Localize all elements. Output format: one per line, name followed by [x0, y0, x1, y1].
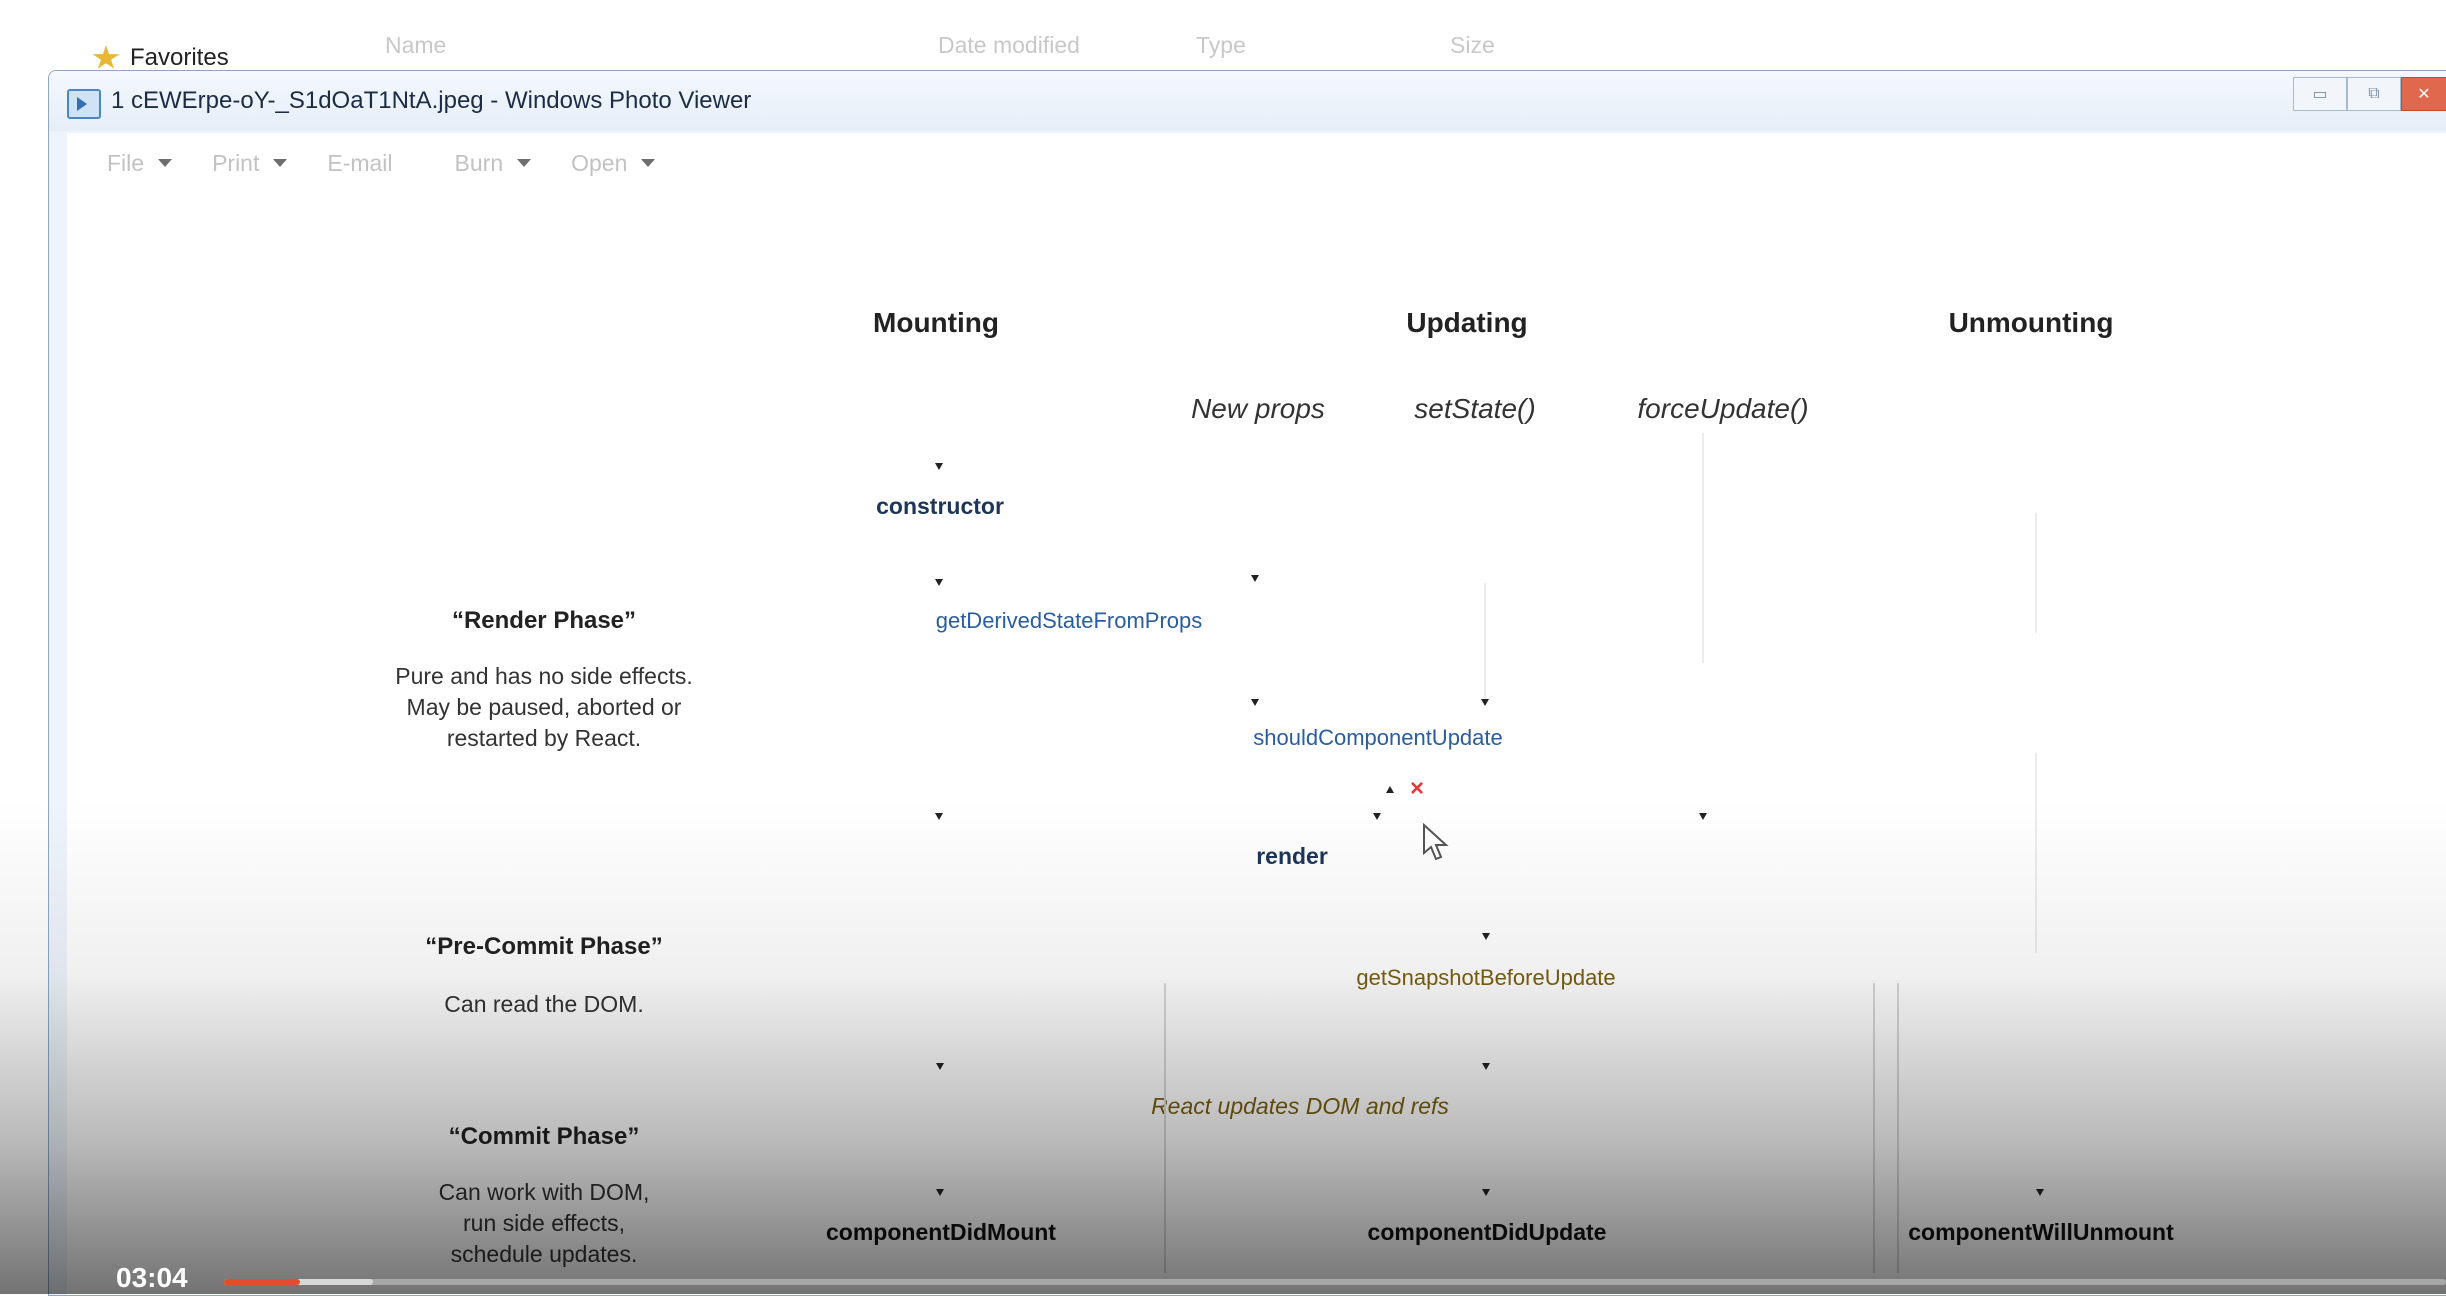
- background-explorer-window: Name Date modified Type Size Favorites: [0, 0, 2446, 84]
- menu-burn[interactable]: Burn: [455, 150, 532, 177]
- arrow-down-icon: [935, 463, 943, 470]
- minimize-button[interactable]: ▭: [2293, 77, 2347, 111]
- commit-phase-title: “Commit Phase”: [448, 1123, 640, 1150]
- menu-file-label: File: [107, 149, 145, 176]
- commit-phase-description: Can work with DOM, run side effects, sch…: [439, 1177, 650, 1270]
- connector-line: [2035, 753, 2037, 953]
- column-header-name[interactable]: Name: [385, 32, 447, 58]
- menu-open-label: Open: [571, 149, 628, 176]
- image-canvas: File Print E-mail Burn Open Mounting Upd…: [67, 133, 2446, 1295]
- react-updates-dom-label: React updates DOM and refs: [1151, 1093, 1449, 1119]
- render-phase-description: Pure and has no side effects. May be pau…: [395, 661, 693, 754]
- menu-print-label: Print: [212, 149, 260, 176]
- reject-icon: ×: [1409, 775, 1425, 802]
- column-header-type[interactable]: Type: [1196, 32, 1246, 58]
- column-divider: [1873, 983, 1875, 1273]
- video-current-time: 03:04: [116, 1262, 188, 1293]
- arrow-down-icon: [935, 579, 943, 586]
- menu-open[interactable]: Open: [571, 149, 656, 177]
- arrow-down-icon: [935, 813, 943, 820]
- menu-bar: File Print E-mail Burn Open: [67, 133, 2446, 193]
- close-button[interactable]: ✕: [2401, 77, 2446, 111]
- restore-icon: ⧉: [2368, 85, 2380, 102]
- commit-phase-line: Can work with DOM,: [438, 1179, 650, 1205]
- method-component-did-update: componentDidUpdate: [1367, 1219, 1607, 1245]
- window-controls: ▭ ⧉ ✕: [2293, 77, 2446, 111]
- arrow-down-icon: [1373, 813, 1381, 820]
- precommit-phase-title: “Pre-Commit Phase”: [425, 933, 663, 960]
- menu-file[interactable]: File: [107, 149, 173, 177]
- menu-burn-label: Burn: [454, 149, 504, 176]
- precommit-phase-description: Can read the DOM.: [444, 989, 643, 1020]
- arrow-down-icon: [1482, 1189, 1490, 1196]
- method-component-did-mount: componentDidMount: [826, 1219, 1056, 1245]
- menu-email-label: E-mail: [327, 149, 393, 176]
- window-title: 1 cEWErpe-oY-_S1dOaT1NtA.jpeg - Windows …: [111, 87, 752, 114]
- trigger-force-update: forceUpdate(): [1637, 393, 1809, 424]
- connector-line: [2035, 513, 2037, 633]
- commit-phase-line: run side effects,: [463, 1210, 625, 1236]
- chevron-down-icon: [158, 159, 173, 167]
- updating-header: Updating: [1406, 307, 1528, 338]
- method-get-snapshot-before-update: getSnapshotBeforeUpdate: [1356, 965, 1616, 990]
- menu-print[interactable]: Print: [212, 149, 288, 177]
- render-phase-line: Pure and has no side effects.: [395, 663, 693, 689]
- commit-phase-line: schedule updates.: [450, 1241, 638, 1267]
- column-divider: [1164, 983, 1166, 1273]
- minimize-icon: ▭: [2312, 86, 2328, 103]
- lifecycle-diagram: Mounting Updating Unmounting New props s…: [67, 133, 2446, 1295]
- favorites-label: Favorites: [130, 44, 229, 71]
- arrow-down-icon: [2036, 1189, 2044, 1196]
- chevron-down-icon: [517, 159, 532, 167]
- render-phase-line: restarted by React.: [446, 725, 642, 751]
- menu-email[interactable]: E-mail: [327, 150, 392, 177]
- column-header-size[interactable]: Size: [1450, 32, 1495, 58]
- favorites-nav-item[interactable]: Favorites: [92, 44, 229, 72]
- video-played-bar: [224, 1279, 300, 1285]
- star-icon: [92, 45, 120, 69]
- unmounting-header: Unmounting: [1948, 307, 2114, 338]
- connector-line: [1484, 583, 1486, 703]
- arrow-down-icon: [936, 1189, 944, 1196]
- arrow-down-icon: [936, 1063, 944, 1070]
- video-progress-bar[interactable]: [224, 1279, 2446, 1285]
- render-phase-line: May be paused, aborted or: [406, 694, 682, 720]
- photo-viewer-window: 1 cEWErpe-oY-_S1dOaT1NtA.jpeg - Windows …: [48, 70, 2446, 1296]
- mounting-header: Mounting: [873, 307, 999, 338]
- connector-line: [1702, 433, 1704, 663]
- arrow-down-icon: [1251, 699, 1259, 706]
- title-bar[interactable]: 1 cEWErpe-oY-_S1dOaT1NtA.jpeg - Windows …: [49, 71, 2446, 131]
- arrow-down-icon: [1251, 575, 1259, 582]
- method-render: render: [1256, 843, 1328, 869]
- trigger-set-state: setState(): [1414, 393, 1536, 424]
- method-component-will-unmount: componentWillUnmount: [1908, 1219, 2174, 1245]
- method-should-component-update: shouldComponentUpdate: [1253, 725, 1503, 750]
- method-get-derived-state-from-props: getDerivedStateFromProps: [935, 608, 1203, 633]
- arrow-down-icon: [1481, 699, 1489, 706]
- maximize-button[interactable]: ⧉: [2347, 77, 2401, 111]
- arrow-down-icon: [1482, 933, 1490, 940]
- arrow-down-icon: [1699, 813, 1707, 820]
- method-constructor: constructor: [876, 493, 1004, 519]
- column-header-date-modified[interactable]: Date modified: [938, 32, 1080, 58]
- render-phase-title: “Render Phase”: [451, 607, 637, 634]
- chevron-down-icon: [273, 159, 288, 167]
- arrow-up-icon: [1386, 786, 1394, 793]
- column-divider: [1897, 983, 1899, 1273]
- photo-viewer-icon: [67, 89, 101, 119]
- arrow-down-icon: [1482, 1063, 1490, 1070]
- close-icon: ✕: [2417, 86, 2431, 103]
- precommit-phase-line: Can read the DOM.: [444, 991, 644, 1017]
- trigger-new-props: New props: [1191, 393, 1325, 424]
- chevron-down-icon: [641, 159, 656, 167]
